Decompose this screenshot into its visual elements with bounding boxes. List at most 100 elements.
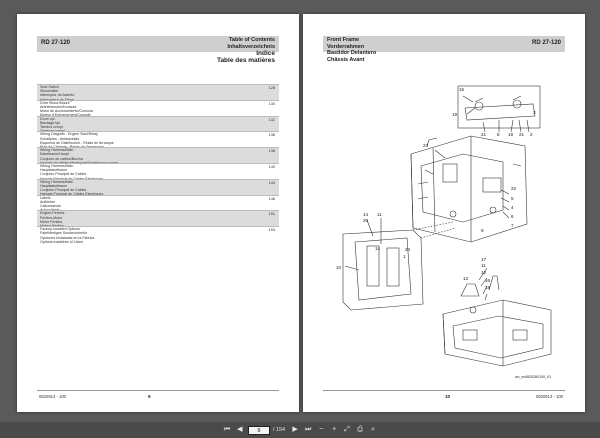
footer-rule <box>37 390 279 391</box>
last-page-icon[interactable]: ⏭ <box>304 426 312 433</box>
callout: 21 <box>519 132 525 137</box>
toc-entry-line: Options Installées à l'Usine <box>40 239 84 244</box>
toc-entry-line: Harnais de câbles électriques/Avertisseu… <box>40 160 119 165</box>
toc-entry-line: Calcomanías <box>40 203 61 208</box>
toc-entry-line: Wiring Harness/Main <box>40 148 74 153</box>
toc-entry-line: Tambour compl. <box>40 129 66 134</box>
toc-entry-page: 138 <box>268 149 275 154</box>
toc-entry-line: Interruptor de Asiento <box>40 93 75 98</box>
first-page-icon[interactable]: ⏮ <box>223 426 231 433</box>
callout: 8 <box>497 132 500 137</box>
toc-title-en: Table of Contents <box>228 37 275 43</box>
front-frame-diagram <box>342 85 552 367</box>
toc-entry[interactable]: Drum cpl.Bandage kpl.Tambor compl.Tambou… <box>37 115 279 134</box>
toc-entry-line: Fabrikfertiges Sonderzubehör <box>40 231 88 236</box>
page-number: 9 <box>148 394 151 399</box>
page-number: 10 <box>445 394 451 399</box>
callout: 10 <box>336 265 342 270</box>
toc-entry-line: Seat Switch <box>40 85 59 89</box>
figure-code: wc_ex0620260100_01 <box>515 375 552 379</box>
toc-entry-line: Drive Motor/Mount <box>40 100 70 105</box>
toc-entry-page: 128 <box>268 86 275 90</box>
section-titles: Front Frame Vorderrahmen Bastidor Delant… <box>327 37 376 63</box>
toc-entry-line: Interrupteur de Siège <box>40 97 74 102</box>
toc-entry-line: Antriebsmotor/Konsole <box>40 105 77 109</box>
toc-entry-line: Wiring Diagram - Engine Start/Relay <box>40 132 98 137</box>
callout: 19 <box>452 112 458 117</box>
callout: 9 <box>481 228 484 233</box>
toc-entry-line: Perkins-Motor <box>40 215 63 220</box>
search-icon[interactable]: ⌕ <box>371 426 376 433</box>
section-title-fr: Châssis Avant <box>327 56 365 63</box>
toc-entry-line: Motor de Accionamiento/Consola <box>40 109 93 114</box>
toc-entry-line: Motor Perkins <box>40 219 63 224</box>
toc-entry-line: Labels <box>40 195 51 200</box>
footer-code: 0620913 - 100 <box>535 394 563 399</box>
toc-entry-line: Wiring Harness/Main <box>40 163 74 168</box>
callout: 11 <box>377 212 382 217</box>
callout: 20 <box>405 247 411 252</box>
callout: 13 <box>463 276 469 281</box>
fit-page-icon[interactable]: ⤢ <box>344 426 350 433</box>
footer-rule <box>323 390 565 391</box>
toc-entry-line: Autocollants <box>37 208 279 212</box>
toc-entry-page: 138 <box>268 133 275 138</box>
toc-entry-page: 132 <box>268 117 275 122</box>
page-number-input[interactable]: 9 <box>247 425 270 435</box>
toc-entry-page: 151 <box>268 212 275 217</box>
header-bar <box>37 36 279 52</box>
callout: 3 <box>533 110 536 115</box>
toc-entry-line: Conjunto Principal de Cables <box>40 188 87 193</box>
toc-entry-line: Kabelbaum/Haupt <box>40 152 69 157</box>
toc-entry-page: 148 <box>268 196 275 201</box>
toc-title-es: Indice <box>256 50 275 57</box>
callout: 12 <box>481 270 487 275</box>
zoom-out-icon[interactable]: − <box>319 426 324 433</box>
previous-page-icon[interactable]: ◀ <box>237 426 243 433</box>
toc-entry-page: 140 <box>268 164 275 169</box>
toc-entry-line: Plan de Câblage - Relais de Démarrage <box>37 145 279 149</box>
toc-entry-line: Wiring Harness/Main <box>40 179 74 184</box>
zoom-in-icon[interactable]: + <box>332 426 337 433</box>
callout: 5 <box>511 196 514 201</box>
footer-code: 0620913 - 100 <box>39 394 67 399</box>
toc-entry-line: Conjunto Principal de Cables <box>40 172 87 177</box>
toc-entry-line: Harnais Principal de Câbles Électriques <box>37 177 279 181</box>
toc-titles: Table of Contents Inhaltsverzeichnis Ind… <box>217 37 275 64</box>
next-page-icon[interactable]: ▶ <box>292 426 298 433</box>
total-pages: / 154 <box>272 427 286 433</box>
viewer-toolbar: ⏮ ◀ 9 / 154 ▶ ⏭ − + ⤢ ⎙ ⌕ <box>0 422 600 438</box>
callout: 16 <box>485 278 491 283</box>
toc-entry-line: Tambor compl. <box>40 125 64 129</box>
callout: 20 <box>363 218 369 223</box>
toc-entry-page: 144 <box>268 180 275 185</box>
toc-entry-page: 153 <box>268 228 275 233</box>
callout: 19 <box>508 132 514 137</box>
toc-title-de: Inhaltsverzeichnis <box>227 43 275 50</box>
model-label: RD 27-120 <box>41 40 71 46</box>
toc-entry-page: 130 <box>268 101 275 106</box>
header-bar <box>323 36 565 52</box>
model-label: RD 27-120 <box>531 40 561 46</box>
toc-entry-line: Moteur d'Entraînement/Console <box>37 113 279 117</box>
toc-entry-line: Schaltplan - Anlassrelais <box>40 136 80 141</box>
toc-entry-line: Aufkleber <box>40 199 56 204</box>
callout: 2 <box>530 132 533 137</box>
callout: 14 <box>375 246 381 251</box>
toc-entry[interactable]: LabelsAufkleberCalcomaníasAutocollants 14… <box>37 194 279 212</box>
toc-entry-line: Moteur Perkins <box>40 223 65 228</box>
callout: 18 <box>485 285 491 290</box>
callout: 4 <box>511 205 514 210</box>
toc-entry-line: Conjunto de cables/Bocina <box>40 156 83 161</box>
print-icon[interactable]: ⎙ <box>357 426 363 433</box>
toc-entry-line: Hauptkabelbaum <box>40 168 68 173</box>
